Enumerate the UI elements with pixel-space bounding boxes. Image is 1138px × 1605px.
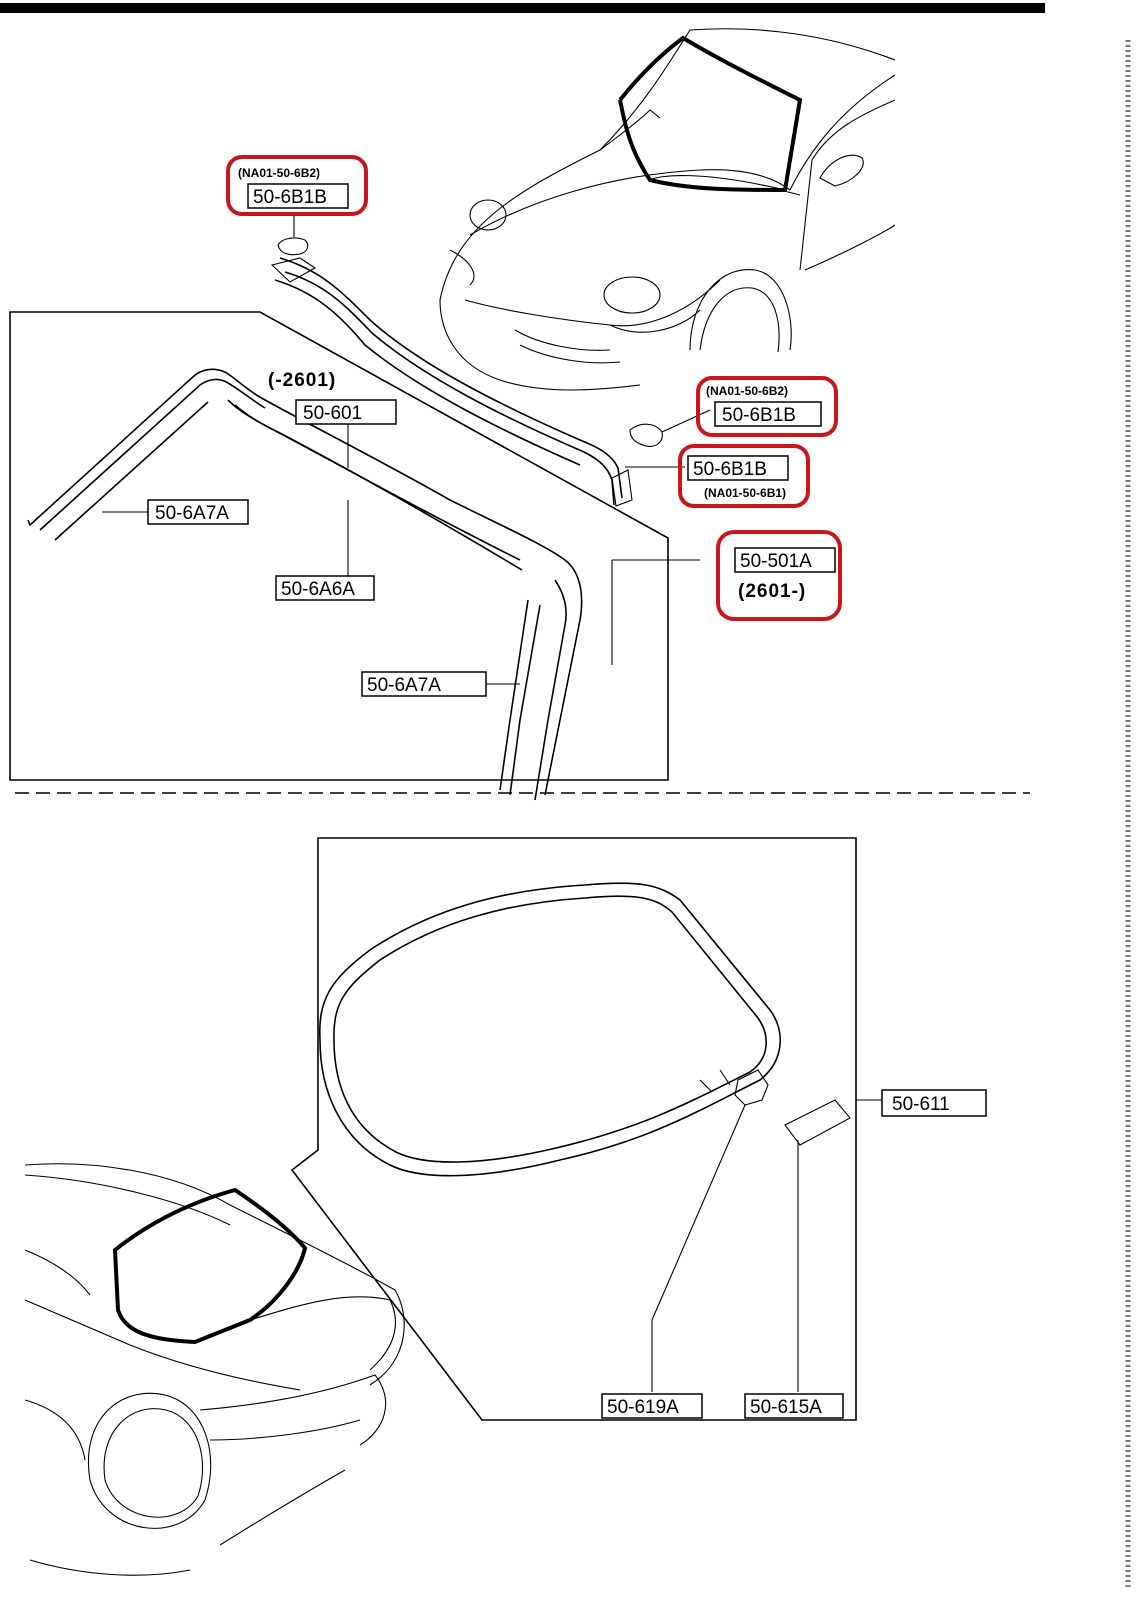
label-box-right-upper: [714, 401, 822, 427]
front-car-illustration: [439, 28, 896, 391]
callout-top-left-part: 50-6B1B: [253, 187, 327, 208]
top-strip-label: 50-6A6A: [281, 579, 355, 600]
label-box-50-6A7A-right: [361, 671, 487, 697]
label-box-50-611: [881, 1089, 987, 1117]
callout-right-upper-part: 50-6B1B: [722, 405, 796, 426]
label-box-50-6A6A: [275, 575, 375, 601]
label-box-50-601: [295, 399, 397, 425]
clip-right: [629, 409, 711, 447]
rear-seal-frame: [290, 837, 882, 1421]
molding-kit-frame: [9, 311, 669, 781]
highlight-right-upper-callout: [696, 376, 838, 437]
rear-clip-parts: [651, 1069, 851, 1392]
highlight-new-kit-callout: [716, 530, 842, 621]
highlight-top-left-callout: [226, 155, 368, 216]
label-box-50-501A: [734, 547, 836, 573]
side-strip-left-label: 50-6A7A: [155, 503, 229, 524]
label-box-right-lower: [687, 455, 789, 481]
new-kit-range-label: (2601-): [738, 581, 806, 602]
rear-cap-label: 50-615A: [750, 1397, 822, 1418]
highlight-right-lower-callout: [678, 444, 810, 508]
kit-range-label: (-2601): [268, 370, 336, 391]
callout-right-lower-alt: (NA01-50-6B1): [704, 486, 786, 500]
side-strip-right-label: 50-6A7A: [367, 675, 441, 696]
clip-top-left: [277, 215, 309, 256]
callout-top-left-alt: (NA01-50-6B2): [238, 166, 320, 180]
label-box-50-619A: [601, 1393, 703, 1419]
top-rule: [0, 3, 1045, 13]
molding-strips: [27, 368, 583, 801]
rear-car-illustration: [24, 1163, 405, 1576]
callout-right-lower-part: 50-6B1B: [693, 459, 767, 480]
rear-window-seal: [319, 882, 781, 1177]
label-box-50-6A7A-left: [147, 499, 249, 525]
kit-part-label: 50-601: [303, 403, 362, 424]
upper-molding-strip: [270, 257, 633, 507]
label-box-top-left: [247, 183, 349, 209]
rear-seal-label: 50-611: [892, 1094, 950, 1115]
rear-clip-label: 50-619A: [607, 1397, 679, 1418]
callout-right-upper-alt: (NA01-50-6B2): [706, 384, 788, 398]
new-kit-part-label: 50-501A: [740, 551, 812, 572]
label-box-50-615A: [744, 1393, 844, 1419]
